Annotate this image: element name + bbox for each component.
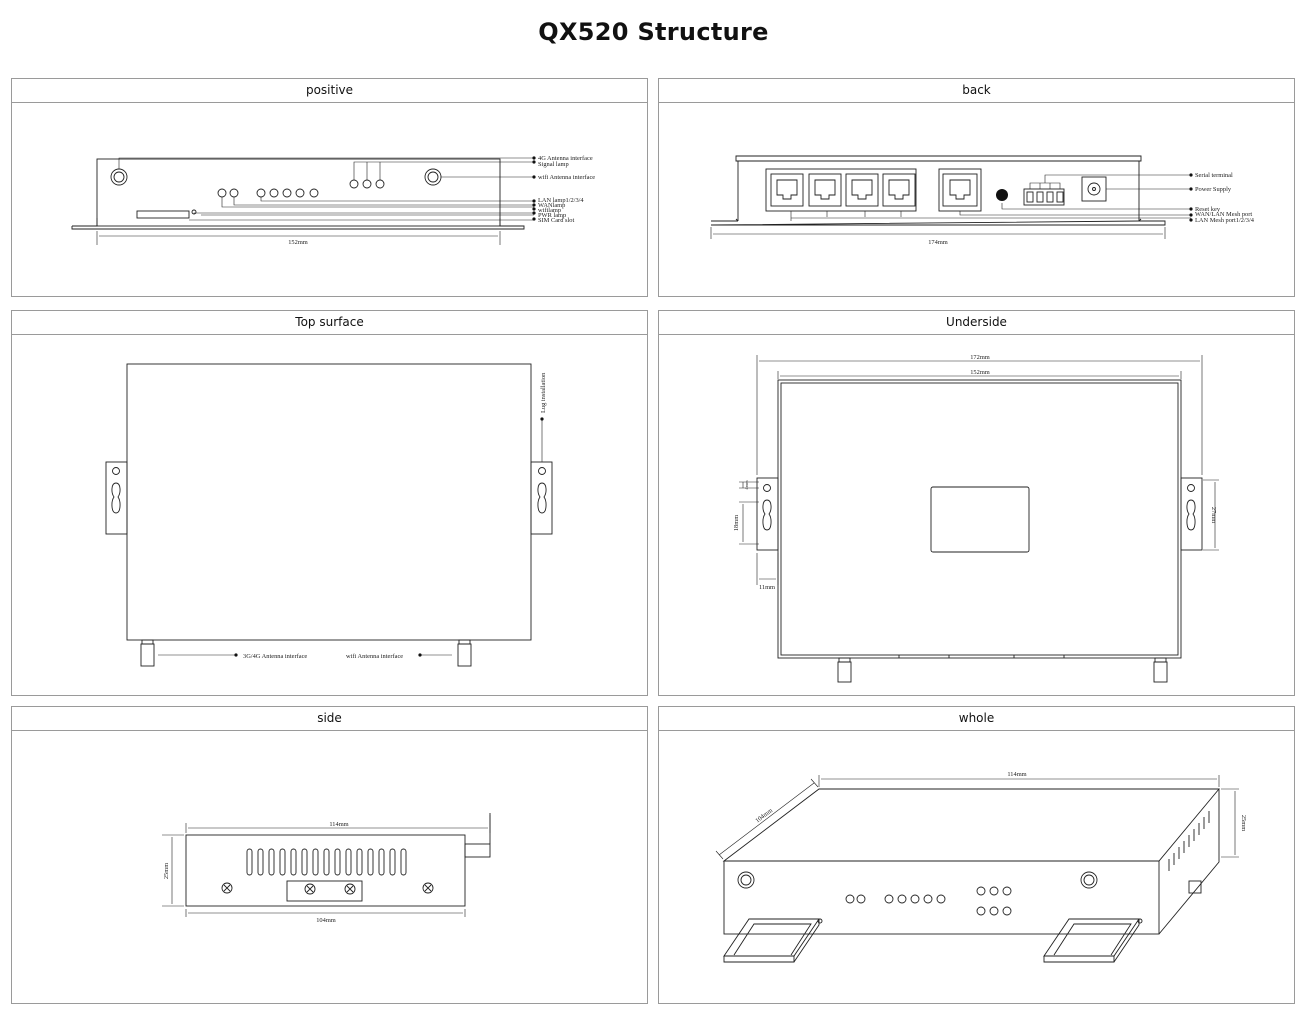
panel-heading: Top surface <box>12 311 647 335</box>
dim-114mm-whole: 114mm <box>1007 771 1026 778</box>
panel-top-surface: Top surface Lug installation 3G/4G Anten… <box>11 310 648 696</box>
dim-25mm-side: 25mm <box>163 863 170 879</box>
label-lug-installation: Lug installation <box>540 372 547 413</box>
label-wifi-lamp: wifilamp <box>538 207 561 214</box>
panel-heading: back <box>659 79 1294 103</box>
label-signal-lamp: Signal lamp <box>538 161 569 168</box>
panel-heading: positive <box>12 79 647 103</box>
label-wifi-antenna: wifi Antenna interface <box>538 174 595 181</box>
label-4g-antenna: 4G Antenna interface <box>538 155 593 162</box>
dim-172mm: 172mm <box>970 354 990 361</box>
label-wifi-antenna-top: wifi Antenna interface <box>346 653 403 660</box>
dim-25mm-whole: 25mm <box>1240 815 1247 831</box>
label-sim-slot: SIM Card slot <box>538 217 574 224</box>
top-view-drawing: Lug installation 3G/4G Antenna interface… <box>105 363 553 667</box>
front-view-drawing: 4G Antenna interface Signal lamp wifi An… <box>71 155 595 246</box>
panel-heading: Underside <box>659 311 1294 335</box>
dim-18mm: 18mm <box>733 515 740 531</box>
dim-152mm: 152mm <box>288 239 308 246</box>
dim-114mm-side: 114mm <box>329 821 348 828</box>
panel-side: side <box>11 706 648 1004</box>
panel-back: back <box>658 78 1295 297</box>
dim-152mm-under: 152mm <box>970 369 990 376</box>
dim-11mm: 11mm <box>759 584 775 591</box>
label-reset-key: Reset key <box>1195 206 1221 213</box>
underside-view-drawing: 172mm 152mm 18mm 4mm 11mm 27mm <box>733 354 1219 683</box>
panel-heading: side <box>12 707 647 731</box>
dim-small: 4mm <box>744 480 749 490</box>
panel-heading: whole <box>659 707 1294 731</box>
label-pwr-lamp: PWR lamp <box>538 212 566 219</box>
page-title: QX520 Structure <box>538 18 769 46</box>
panel-whole: whole 114 <box>658 706 1295 1004</box>
dim-174mm: 174mm <box>928 239 948 246</box>
label-lan-mesh-port: LAN Mesh port1/2/3/4 <box>1195 217 1255 224</box>
label-serial-terminal: Serial terminal <box>1195 172 1233 179</box>
label-power-supply: Power Supply <box>1195 186 1232 193</box>
label-3g4g-antenna: 3G/4G Antenna interface <box>243 653 307 660</box>
back-view-drawing: Serial terminal Power Supply Reset key W… <box>710 155 1255 246</box>
panel-underside: Underside <box>658 310 1295 696</box>
label-lan-lamp: LAN lamp1/2/3/4 <box>538 197 584 204</box>
label-wan-lamp: WANlamp <box>538 202 565 209</box>
dim-27mm: 27mm <box>1210 507 1217 523</box>
side-view-drawing: 114mm 25mm 104mm <box>162 813 491 924</box>
label-wan-lan-port: WAN/LAN Mesh port <box>1195 211 1252 218</box>
panel-positive: positive 4G Antenna interface Signal lam… <box>11 78 648 297</box>
isometric-view-drawing: 114mm 104mm 25mm <box>715 771 1247 963</box>
dim-104mm-side: 104mm <box>316 917 336 924</box>
